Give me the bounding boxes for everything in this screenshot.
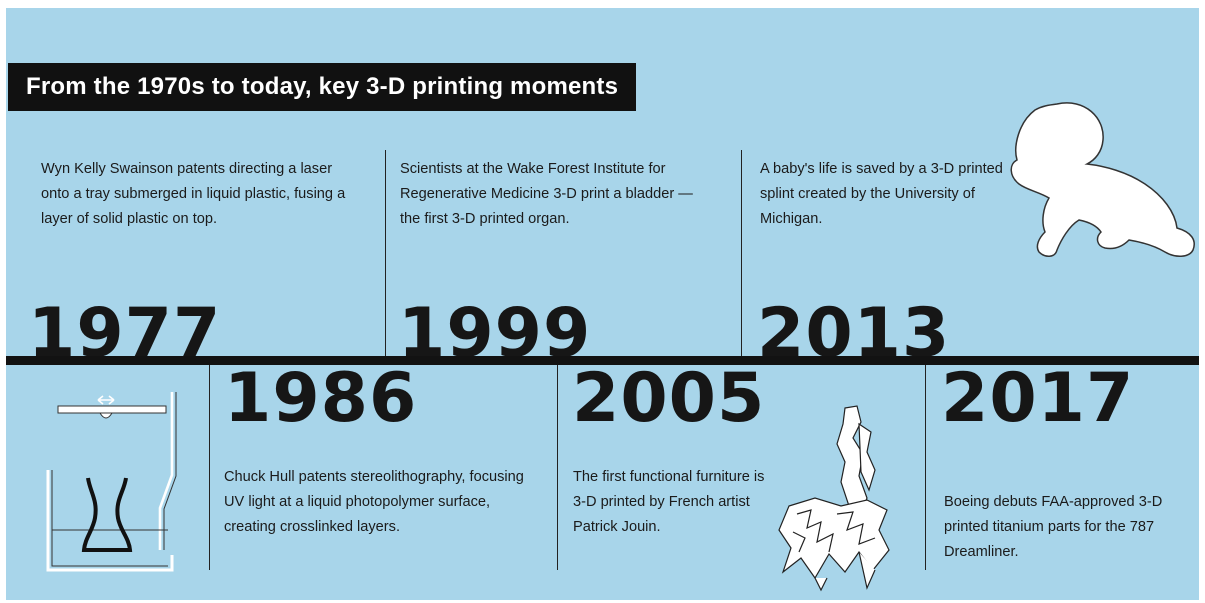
divider-1999: [385, 150, 386, 357]
divider-2005: [557, 365, 558, 570]
divider-1986: [209, 365, 210, 570]
event-2005-description: The first functional furniture is 3-D pr…: [573, 469, 765, 535]
crawling-baby-icon: [1010, 102, 1195, 257]
chair-icon: [778, 405, 890, 592]
timeline-bar: [6, 356, 1199, 365]
title-bar: From the 1970s to today, key 3-D printin…: [8, 63, 637, 111]
event-2013-description: A baby's life is saved by a 3-D printed …: [760, 161, 1003, 227]
event-1977-description: Wyn Kelly Swainson patents directing a l…: [41, 161, 346, 227]
year-2005: 2005: [572, 359, 766, 438]
event-1986-description: Chuck Hull patents stereolithography, fo…: [224, 469, 524, 535]
page-title: From the 1970s to today, key 3-D printin…: [26, 73, 619, 100]
year-2017: 2017: [941, 359, 1135, 438]
divider-2017: [925, 365, 926, 570]
laser-tray-icon: [46, 392, 177, 572]
year-1986: 1986: [224, 359, 418, 438]
divider-2013: [741, 150, 742, 357]
event-2017-description: Boeing debuts FAA-approved 3-D printed t…: [944, 494, 1163, 560]
event-1999-description: Scientists at the Wake Forest Institute …: [400, 161, 693, 227]
